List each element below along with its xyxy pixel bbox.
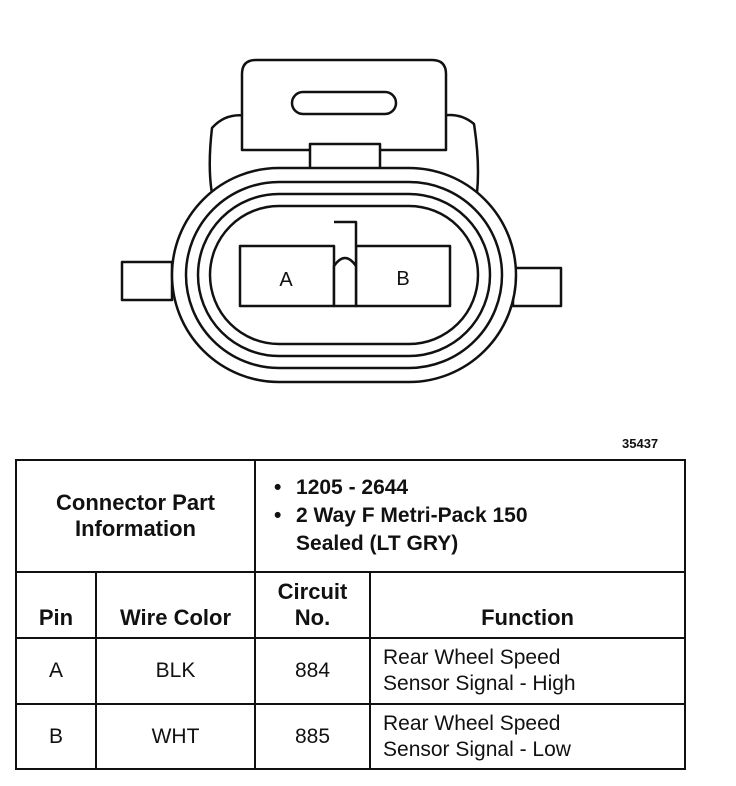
- row-a-function-line2: Sensor Signal - High: [383, 672, 576, 695]
- pin-cavity-a: [238, 244, 336, 308]
- row-b-circuit: 885: [254, 703, 372, 770]
- row-b-function-line1: Rear Wheel Speed: [383, 711, 561, 735]
- row-a-circuit: 884: [254, 637, 372, 705]
- connector-part-info-line2: Information: [75, 516, 196, 541]
- part-number-item: 1205 - 2644: [274, 474, 684, 502]
- connector-info-table: Connector Part Information 1205 - 2644 2…: [14, 459, 687, 770]
- connector-diagram: A B: [120, 58, 563, 384]
- row-a-pin: A: [15, 637, 97, 705]
- connector-part-info-value: 1205 - 2644 2 Way F Metri-Pack 150 Seale…: [254, 459, 687, 573]
- pin-label-a: A: [279, 269, 293, 291]
- part-info-list: 1205 - 2644 2 Way F Metri-Pack 150 Seale…: [256, 464, 684, 568]
- locking-tab-slot: [290, 90, 398, 116]
- row-b-function-line2: Sensor Signal - Low: [383, 737, 571, 761]
- function-header: Function: [369, 571, 687, 639]
- table-row: B WHT 885 Rear Wheel Speed Sensor Signal…: [15, 703, 687, 770]
- right-mounting-tab: [511, 266, 563, 308]
- row-b-wire-color: WHT: [94, 703, 257, 770]
- connector-type-item: 2 Way F Metri-Pack 150 Sealed (LT GRY): [274, 502, 684, 558]
- left-mounting-tab: [120, 260, 174, 302]
- circuit-header: Circuit No.: [254, 571, 372, 639]
- pin-label-b: B: [396, 268, 409, 290]
- row-b-pin: B: [15, 703, 97, 770]
- row-b-function: Rear Wheel Speed Sensor Signal - Low: [369, 703, 687, 770]
- row-a-wire-color: BLK: [94, 637, 257, 705]
- circuit-header-line2: No.: [294, 605, 331, 630]
- row-a-function-line1: Rear Wheel Speed: [383, 646, 561, 669]
- pin-cavity-b: [354, 244, 452, 308]
- connector-type-line2: Sealed (LT GRY): [296, 532, 459, 555]
- figure-number: 35437: [622, 436, 659, 451]
- pin-header: Pin: [15, 571, 97, 639]
- table-row: A BLK 884 Rear Wheel Speed Sensor Signal…: [15, 637, 687, 705]
- center-polarization-key: [332, 220, 358, 308]
- connector-type-line1: 2 Way F Metri-Pack 150: [296, 504, 528, 527]
- wire-color-header: Wire Color: [94, 571, 257, 639]
- circuit-header-line1: Circuit: [277, 579, 348, 604]
- row-a-function: Rear Wheel Speed Sensor Signal - High: [369, 637, 687, 705]
- connector-part-info-line1: Connector Part: [56, 490, 215, 515]
- part-number: 1205 - 2644: [296, 476, 409, 499]
- connector-part-info-label: Connector Part Information: [14, 459, 257, 573]
